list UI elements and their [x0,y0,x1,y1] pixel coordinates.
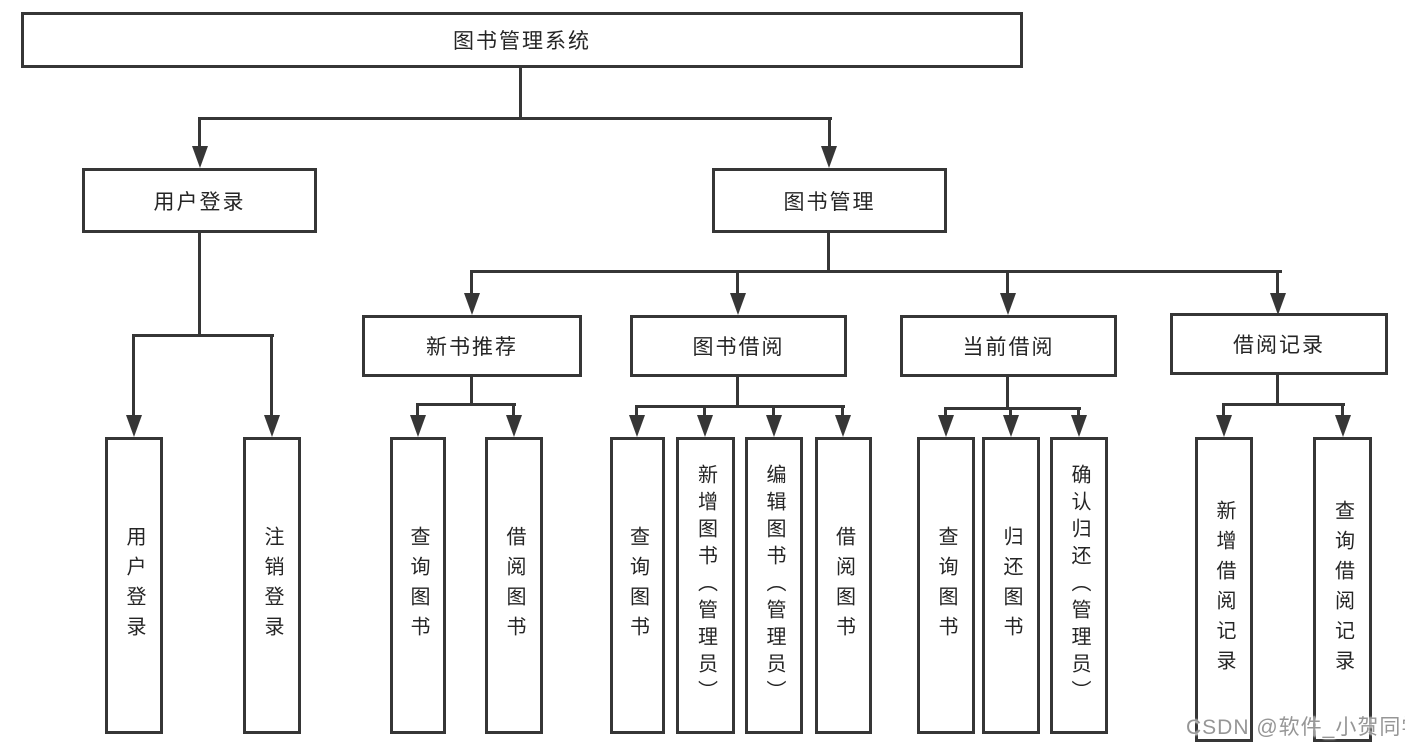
connector-root-bar [198,117,832,120]
connector-borrowing-trunk [736,377,739,408]
node-new-book-recommendation-label: 新书推荐 [426,336,518,359]
connector-book-management-trunk [827,233,830,271]
node-current-borrowing: 当前借阅 [900,315,1117,377]
watermark-text: CSDN @软件_小贺同学 [1186,716,1405,739]
leaf-borrow-books-recommend: 借阅图书 [485,437,543,734]
connector-records-bar [1222,403,1345,406]
arrow-down-icon [506,415,522,437]
node-book-borrowing: 图书借阅 [630,315,847,377]
leaf-query-borrow-record: 查询借阅记录 [1313,437,1372,742]
leaf-edit-books-admin-label: 编辑图书（管理员） [763,464,785,707]
arrow-down-icon [629,415,645,437]
leaf-query-books-current-label: 查询图书 [935,525,957,646]
node-current-borrowing-label: 当前借阅 [962,336,1055,359]
connector-drop-level2 [736,271,739,293]
connector-drop-leaf [772,406,775,415]
leaf-add-books-admin: 新增图书（管理员） [676,437,735,734]
leaf-return-books-label: 归还图书 [1000,525,1022,646]
arrow-down-icon [410,415,426,437]
connector-drop-leaf [841,406,844,415]
leaf-return-books: 归还图书 [982,437,1040,734]
leaf-query-books-current: 查询图书 [917,437,975,734]
arrow-down-icon [264,415,280,437]
connector-drop-leaf [703,406,706,415]
connector-drop-leaf [1009,408,1012,415]
connector-drop-leaf [944,408,947,415]
leaf-query-books-borrowing: 查询图书 [610,437,665,734]
leaf-borrow-books-borrowing-label: 借阅图书 [832,525,855,646]
leaf-confirm-return-admin-label: 确认归还（管理员） [1068,464,1090,707]
connector-current-bar [944,407,1081,410]
node-borrowing-records: 借阅记录 [1170,313,1388,375]
connector-drop-leaf [635,406,638,415]
connector-recommend-trunk [470,377,473,406]
connector-book-management-bar [470,270,1282,273]
arrow-down-icon [1003,415,1019,437]
connector-drop-leaf [1077,408,1080,415]
connector-drop-leaf [132,335,135,415]
arrow-down-icon [1270,293,1286,315]
arrow-down-icon [730,293,746,315]
connector-borrowing-bar [635,405,845,408]
connector-user-login-bar [132,334,274,337]
arrow-down-icon [126,415,142,437]
connector-drop-level2 [1276,271,1279,293]
leaf-query-books-recommend-label: 查询图书 [407,525,429,646]
leaf-add-borrow-record: 新增借阅记录 [1195,437,1253,742]
leaf-add-books-admin-label: 新增图书（管理员） [694,464,717,707]
node-user-login-label: 用户登录 [153,190,246,214]
leaf-confirm-return-admin: 确认归还（管理员） [1050,437,1108,734]
leaf-edit-books-admin: 编辑图书（管理员） [745,437,803,734]
node-library-management-system-label: 图书管理系统 [453,30,591,53]
connector-drop-leaf [512,404,515,415]
connector-drop-level2 [1006,271,1009,293]
leaf-borrow-books-recommend-label: 借阅图书 [503,525,525,646]
node-library-management-system: 图书管理系统 [21,12,1023,68]
leaf-borrow-books-borrowing: 借阅图书 [815,437,872,734]
leaf-user-login-label: 用户登录 [123,525,145,646]
connector-drop-level2 [470,271,473,293]
connector-drop-book-management [828,118,831,146]
node-book-management: 图书管理 [712,168,947,233]
arrow-down-icon [697,415,713,437]
leaf-query-borrow-record-label: 查询借阅记录 [1331,499,1354,680]
connector-drop-leaf [270,335,273,415]
arrow-down-icon [1216,415,1232,437]
leaf-logout-login: 注销登录 [243,437,301,734]
connector-root-trunk [519,68,522,118]
arrow-down-icon [464,293,480,315]
arrow-down-icon [1335,415,1351,437]
connector-records-trunk [1276,375,1279,406]
node-borrowing-records-label: 借阅记录 [1233,334,1325,357]
connector-drop-user-login [198,118,201,146]
leaf-query-books-borrowing-label: 查询图书 [626,525,649,646]
node-book-management-label: 图书管理 [783,190,876,214]
arrow-down-icon [766,415,782,437]
connector-user-login-trunk [198,233,201,335]
leaf-add-borrow-record-label: 新增借阅记录 [1213,499,1235,680]
node-user-login: 用户登录 [82,168,317,233]
arrow-down-icon [821,146,837,168]
connector-recommend-bar [416,403,516,406]
arrow-down-icon [938,415,954,437]
arrow-down-icon [192,146,208,168]
node-book-borrowing-label: 图书借阅 [692,336,785,359]
node-new-book-recommendation: 新书推荐 [362,315,582,377]
connector-drop-leaf [1222,404,1225,415]
leaf-logout-login-label: 注销登录 [261,525,283,646]
connector-drop-leaf [416,404,419,415]
connector-drop-leaf [1341,404,1344,415]
arrow-down-icon [1000,293,1016,315]
connector-current-trunk [1006,377,1009,410]
arrow-down-icon [835,415,851,437]
leaf-user-login: 用户登录 [105,437,163,734]
leaf-query-books-recommend: 查询图书 [390,437,446,734]
arrow-down-icon [1071,415,1087,437]
